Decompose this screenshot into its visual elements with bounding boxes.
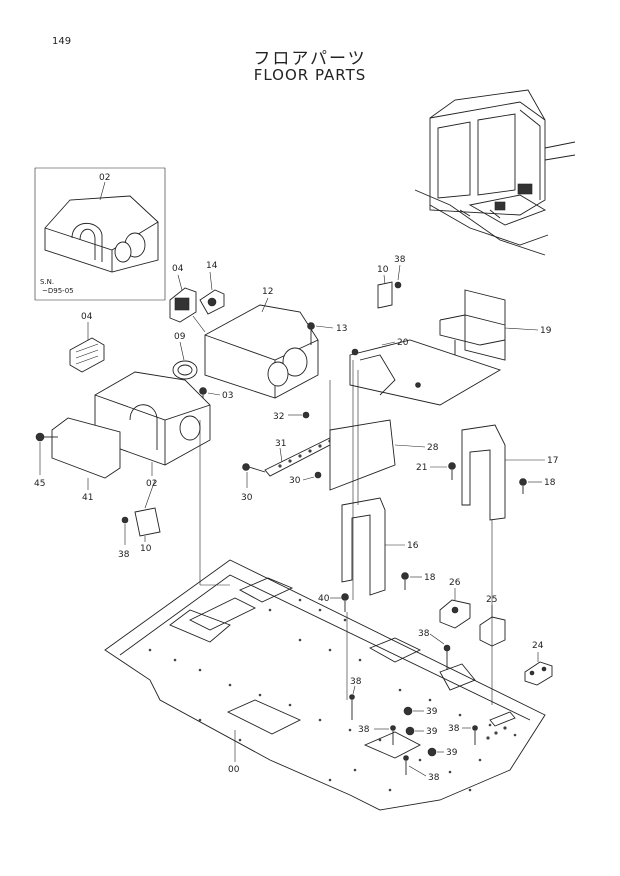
callout-30-right: 30 bbox=[289, 476, 301, 486]
grommet-09: 09 bbox=[172, 332, 198, 380]
plate-20: 20 bbox=[349, 338, 502, 406]
callout-38-floor-d: 38 bbox=[448, 724, 460, 734]
callout-39-a: 39 bbox=[426, 707, 438, 717]
callout-12: 12 bbox=[262, 287, 273, 297]
callout-21: 21 bbox=[416, 463, 427, 473]
callout-39-c: 39 bbox=[446, 748, 458, 758]
bolt-40: 40 bbox=[318, 593, 349, 612]
callout-24: 24 bbox=[532, 641, 544, 651]
bolt-13: 13 bbox=[307, 322, 347, 345]
callout-38-floor-e: 38 bbox=[428, 773, 440, 783]
page-number: 149 bbox=[52, 36, 72, 47]
bolt-45: 45 bbox=[34, 432, 58, 489]
bolts-21-18: 21 18 bbox=[416, 462, 556, 494]
callout-02: 02 bbox=[99, 173, 110, 183]
callout-18-right: 18 bbox=[544, 478, 556, 488]
callout-38-lower: 38 bbox=[118, 550, 130, 560]
console-box: 02 41 bbox=[51, 371, 211, 503]
switch-04-left: 04 bbox=[69, 312, 105, 373]
guide-lines bbox=[144, 360, 493, 705]
callout-14: 14 bbox=[206, 261, 218, 271]
bolts-30: 30 30 bbox=[241, 463, 322, 503]
title-english: FLOOR PARTS bbox=[253, 66, 367, 84]
bracket-10-top: 10 38 bbox=[377, 255, 406, 309]
callout-38-floor-c: 38 bbox=[358, 725, 370, 735]
stand-16: 16 bbox=[341, 497, 419, 596]
callout-38-top: 38 bbox=[394, 255, 406, 265]
callout-40: 40 bbox=[318, 594, 330, 604]
inset-box: 02 S.N. ~D95-05 bbox=[34, 167, 166, 301]
panel-28: 28 bbox=[329, 419, 439, 491]
title-japanese: フロアパーツ bbox=[253, 49, 367, 69]
callout-41: 41 bbox=[82, 493, 93, 503]
callout-17: 17 bbox=[547, 456, 558, 466]
callout-26: 26 bbox=[449, 578, 461, 588]
callout-30-left: 30 bbox=[241, 493, 253, 503]
switch-parts-top: 04 14 bbox=[169, 261, 225, 323]
callout-20: 20 bbox=[397, 338, 409, 348]
callout-45: 45 bbox=[34, 479, 45, 489]
bracket-10-lower: 38 10 bbox=[118, 507, 161, 560]
callout-16: 16 bbox=[407, 541, 419, 551]
callout-38-floor-a: 38 bbox=[418, 629, 430, 639]
serial-note-line1: S.N. bbox=[40, 278, 54, 286]
callout-00: 00 bbox=[228, 765, 240, 775]
callout-32: 32 bbox=[273, 412, 284, 422]
bolt-18-mid: 18 bbox=[401, 572, 436, 590]
cab-illustration bbox=[414, 89, 576, 256]
callout-04-left: 04 bbox=[81, 312, 93, 322]
floor-fasteners: 38 38 39 38 39 38 39 38 bbox=[349, 629, 516, 783]
callout-09: 09 bbox=[174, 332, 186, 342]
heater-unit: 12 bbox=[192, 287, 319, 399]
serial-note-line2: ~D95-05 bbox=[42, 287, 74, 295]
callout-18-mid: 18 bbox=[424, 573, 436, 583]
stand-17: 17 bbox=[461, 424, 558, 521]
callout-03: 03 bbox=[222, 391, 233, 401]
floor-plate: 00 bbox=[104, 559, 546, 811]
callout-04: 04 bbox=[172, 264, 184, 274]
mat-pieces: 26 25 24 bbox=[439, 578, 553, 686]
callout-10-lower: 10 bbox=[140, 544, 152, 554]
callout-13: 13 bbox=[336, 324, 347, 334]
callout-38-floor-b: 38 bbox=[350, 677, 362, 687]
callout-39-b: 39 bbox=[426, 727, 438, 737]
callout-02-main: 02 bbox=[146, 479, 157, 489]
callout-28: 28 bbox=[427, 443, 439, 453]
callout-10-top: 10 bbox=[377, 265, 389, 275]
bracket-19: 19 bbox=[439, 289, 552, 366]
callout-19: 19 bbox=[540, 326, 552, 336]
callout-31: 31 bbox=[275, 439, 286, 449]
